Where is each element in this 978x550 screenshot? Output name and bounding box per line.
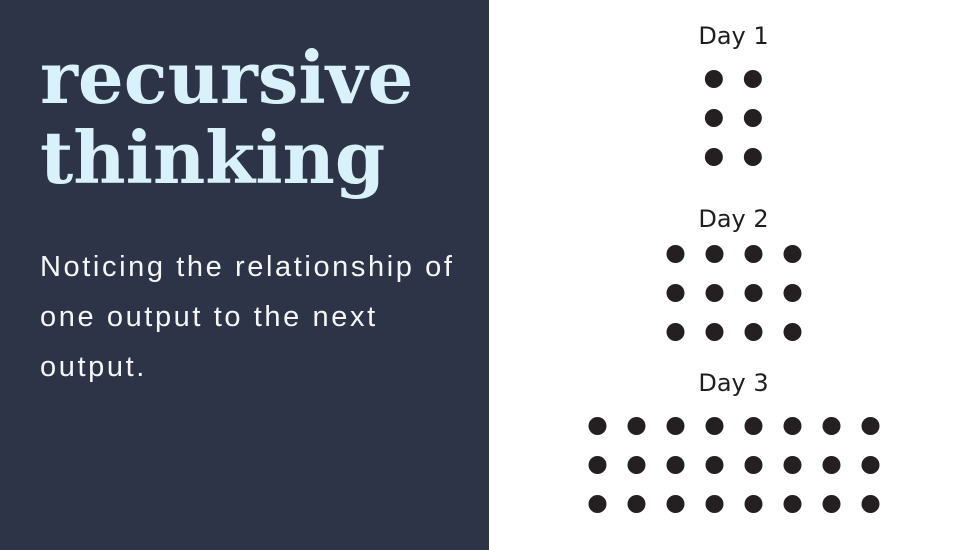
dot [704,148,723,166]
dot [705,456,723,474]
dot [666,456,684,474]
dot [704,70,723,88]
day-2-group: Day 2 [666,205,801,341]
dot [743,70,762,88]
dot [666,495,684,513]
dot [783,495,801,513]
dot [743,109,762,127]
dot [666,245,684,263]
dot [588,417,606,435]
dot [822,456,840,474]
dot [588,495,606,513]
dot [705,323,723,341]
diagram-panel: Day 1 Day 2 Day 3 [489,0,978,550]
day-3-label: Day 3 [698,369,769,397]
dot [588,456,606,474]
day-3-group: Day 3 [588,369,879,513]
dot [744,456,762,474]
dot [627,456,645,474]
day-3-dot-grid [588,417,879,513]
dot [744,417,762,435]
day-1-group: Day 1 [698,22,769,166]
day-2-label: Day 2 [698,205,769,233]
dot [861,456,879,474]
dot [744,284,762,302]
dot [861,417,879,435]
day-2-dot-grid [666,245,801,341]
dot [666,417,684,435]
dot [822,495,840,513]
dot [783,323,801,341]
dot [666,284,684,302]
dot [744,495,762,513]
dot [705,284,723,302]
slide-title-line1: recursive [40,35,414,120]
dot [822,417,840,435]
dot [705,245,723,263]
dot [783,417,801,435]
dot [783,245,801,263]
dot [783,456,801,474]
day-1-dot-grid [704,70,762,166]
dot [744,323,762,341]
dot [627,495,645,513]
dot [783,284,801,302]
slide-title-line2: thinking [40,115,386,200]
slide-subtitle: Noticing the relationship of one output … [40,251,455,383]
day-1-label: Day 1 [698,22,769,50]
dot [744,245,762,263]
dot [743,148,762,166]
dot [666,323,684,341]
dot [861,495,879,513]
dot [705,417,723,435]
dot [705,495,723,513]
dot [704,109,723,127]
dot [627,417,645,435]
